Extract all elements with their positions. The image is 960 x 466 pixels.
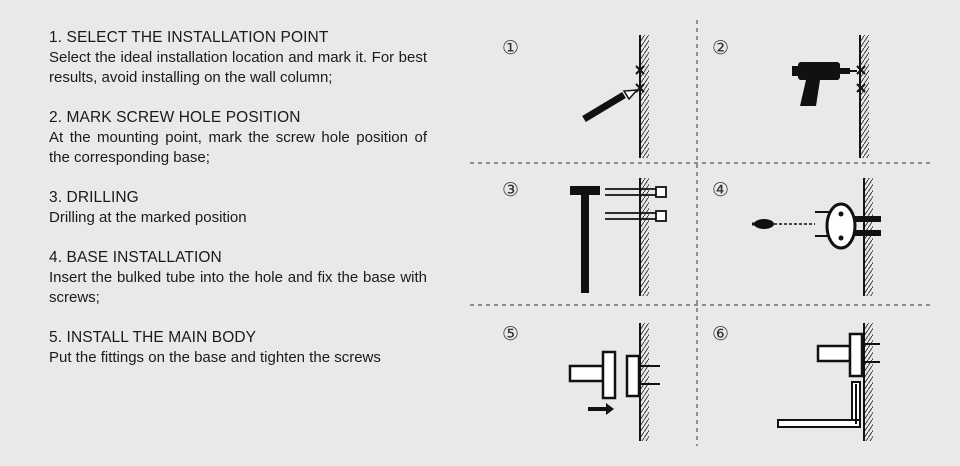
step-4: 4. BASE INSTALLATION Insert the bulked t… <box>49 248 427 308</box>
step-title: 5. INSTALL THE MAIN BODY <box>49 329 257 346</box>
wall-icon <box>639 178 649 296</box>
step-title: 1. SELECT THE INSTALLATION POINT <box>49 29 329 46</box>
step-title: 3. DRILLING <box>49 189 139 206</box>
step-description: Put the fittings on the base and tighten… <box>49 349 381 366</box>
step-2: 2. MARK SCREW HOLE POSITION At the mount… <box>49 108 427 168</box>
base-plate-icon <box>825 202 881 250</box>
anchor-plug-icon <box>605 186 667 222</box>
panel-number-4: ④ <box>712 179 729 201</box>
panel-number-3: ③ <box>502 179 519 201</box>
towel-bar-icon <box>777 381 861 428</box>
panel-6-finished <box>777 323 880 441</box>
panel-2-drill-marks <box>792 35 869 158</box>
panel-1-mark-wall <box>582 35 649 158</box>
step-1: 1. SELECT THE INSTALLATION POINT Select … <box>49 28 427 88</box>
step-description: Drilling at the marked position <box>49 209 247 226</box>
step-5: 5. INSTALL THE MAIN BODY Put the fitting… <box>49 328 427 368</box>
step-description: Select the ideal installation location a… <box>49 49 427 86</box>
panel-3-hammer-anchors <box>570 178 667 296</box>
step-title: 4. BASE INSTALLATION <box>49 249 222 266</box>
wall-icon <box>863 178 873 296</box>
panel-number-5: ⑤ <box>502 323 519 345</box>
base-plate-icon <box>625 354 660 398</box>
wall-icon <box>639 35 649 158</box>
cross-mark-icon <box>856 65 866 93</box>
panel-dividers <box>470 20 930 446</box>
panel-number-2: ② <box>712 37 729 59</box>
step-3: 3. DRILLING Drilling at the marked posit… <box>49 188 427 228</box>
step-description: Insert the bulked tube into the hole and… <box>49 269 427 306</box>
screwdriver-icon <box>752 219 815 229</box>
arrow-right-icon <box>588 403 614 415</box>
step-title: 2. MARK SCREW HOLE POSITION <box>49 109 301 126</box>
panel-number-1: ① <box>502 37 519 59</box>
wall-icon <box>863 323 873 441</box>
drill-icon <box>792 62 857 106</box>
holder-body-icon <box>568 350 617 400</box>
instruction-steps: 1. SELECT THE INSTALLATION POINT Select … <box>49 28 427 388</box>
cross-mark-icon <box>635 65 645 93</box>
pencil-icon <box>582 89 639 123</box>
holder-body-icon <box>816 332 880 378</box>
step-description: At the mounting point, mark the screw ho… <box>49 129 427 166</box>
wall-icon <box>639 323 649 441</box>
wall-icon <box>859 35 869 158</box>
hammer-icon <box>570 186 600 293</box>
panel-4-screw-base <box>752 178 881 296</box>
panel-number-6: ⑥ <box>712 323 729 345</box>
panel-5-attach-body <box>568 323 660 441</box>
